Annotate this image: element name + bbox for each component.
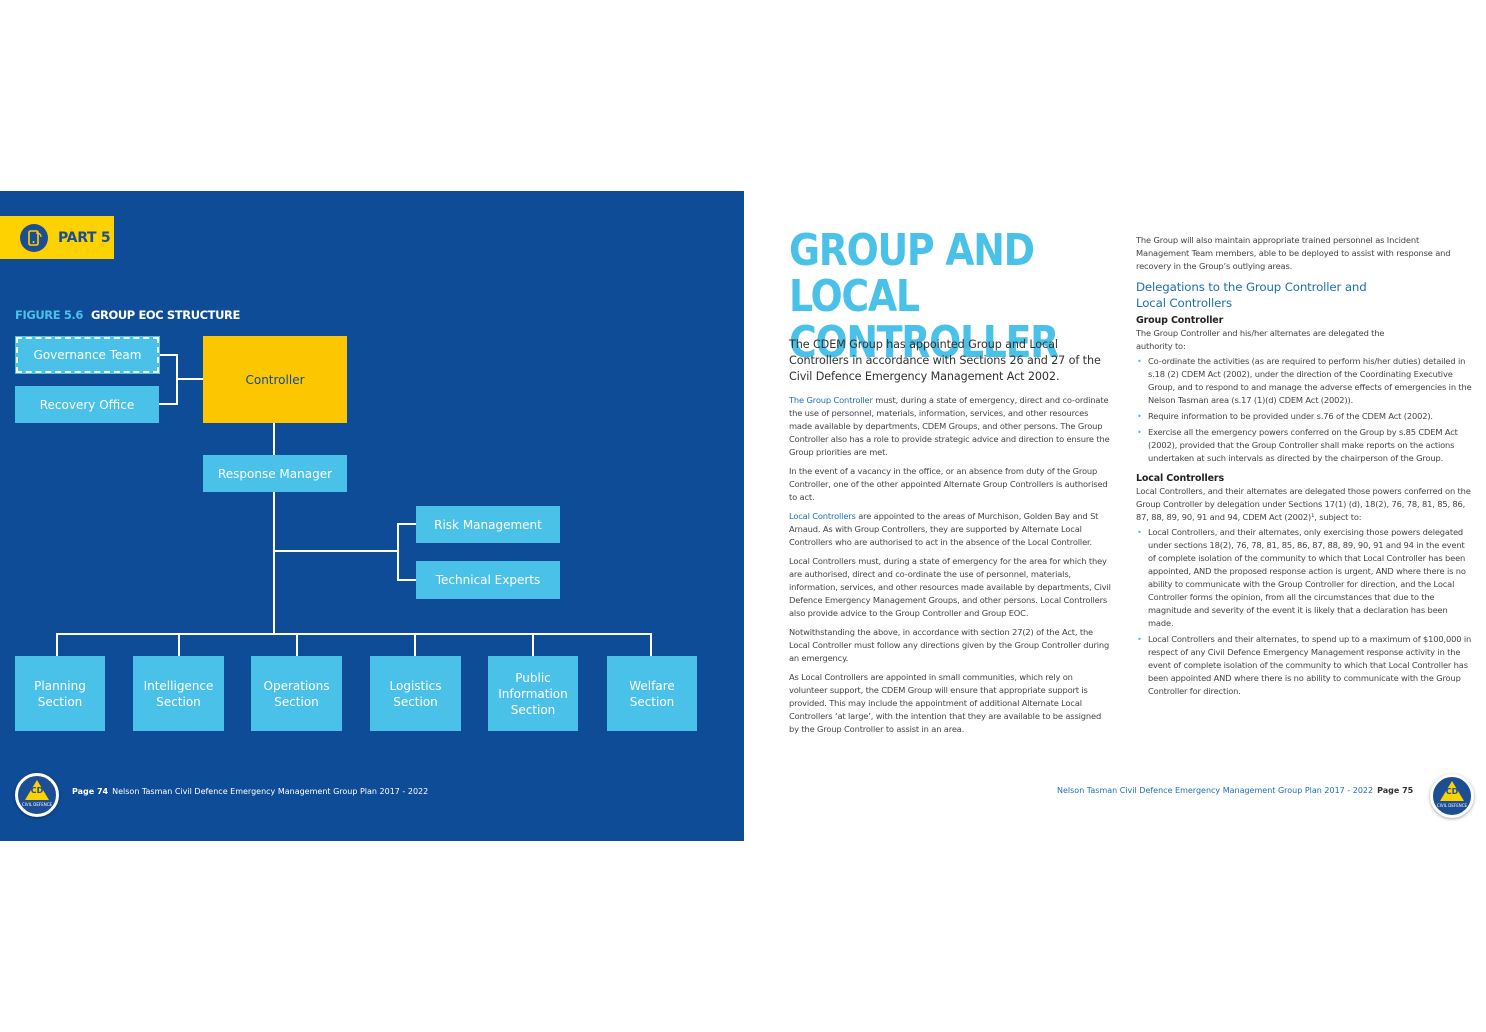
connector (273, 423, 275, 633)
logo-initials: CD (30, 786, 44, 795)
phone-icon (20, 223, 48, 252)
connector (273, 550, 398, 552)
list-item: •Require information to be provided unde… (1137, 411, 1433, 421)
paragraph: The Group will also maintain appropriate… (1136, 235, 1451, 271)
part-badge: PART 5 (0, 216, 114, 259)
lead-paragraph: The CDEM Group has appointed Group and L… (789, 338, 1101, 383)
connector (296, 633, 298, 657)
connector (397, 523, 399, 580)
paragraph: As Local Controllers are appointed in sm… (789, 672, 1102, 734)
logo-initials: CD (1445, 787, 1459, 796)
controller-box: Controller (203, 336, 347, 423)
list-item: •Local Controllers and their alternates,… (1137, 634, 1472, 696)
intelligence-section-box: Intelligence Section (133, 656, 224, 731)
connector (650, 633, 652, 657)
logistics-section-box: Logistics Section (370, 656, 461, 731)
paragraph: Notwithstanding the above, in accordance… (789, 627, 1110, 663)
list-item: •Co-ordinate the activities (as are requ… (1137, 356, 1472, 405)
paragraph: The Group Controller must, during a stat… (789, 394, 1111, 459)
part-label: PART 5 (58, 229, 111, 246)
list-item: •Exercise all the emergency powers confe… (1137, 427, 1458, 463)
highlight: Local Controllers (789, 511, 856, 521)
paragraph: Local Controllers, and their alternates … (1136, 486, 1471, 522)
list-item-text: Local Controllers, and their alternates,… (1148, 527, 1466, 628)
left-column: The Group Controller must, during a stat… (789, 394, 1111, 742)
connector (532, 633, 534, 657)
connector (397, 579, 417, 581)
figure-title: FIGURE 5.6 GROUP EOC STRUCTURE (15, 308, 240, 322)
footer-title: Nelson Tasman Civil Defence Emergency Ma… (1057, 786, 1374, 795)
connector (176, 378, 204, 380)
list-item: •Local Controllers, and their alternates… (1137, 527, 1466, 628)
operations-section-box: Operations Section (251, 656, 342, 731)
recovery-office-box: Recovery Office (15, 386, 159, 423)
figure-caption: GROUP EOC STRUCTURE (91, 308, 240, 322)
paragraph-text: must, during a state of emergency, direc… (789, 395, 1110, 457)
public-information-section-box: Public Information Section (488, 656, 578, 731)
connector (414, 633, 416, 657)
connector (160, 354, 178, 356)
subheading-group-controller: Group Controller (1136, 315, 1224, 326)
footer-title: Nelson Tasman Civil Defence Emergency Ma… (112, 787, 429, 796)
civil-defence-logo: CD CIVIL DEFENCE (15, 773, 59, 817)
civil-defence-logo: CD CIVIL DEFENCE (1430, 774, 1474, 818)
planning-section-box: Planning Section (15, 656, 105, 731)
connector (178, 633, 180, 657)
local-controllers-list: •Local Controllers, and their alternates… (1136, 526, 1472, 698)
footer-right: Nelson Tasman Civil Defence Emergency Ma… (1057, 786, 1413, 795)
welfare-section-box: Welfare Section (607, 656, 697, 731)
connector (56, 633, 652, 635)
figure-number: FIGURE 5.6 (15, 308, 83, 322)
page-number: Page 74 (72, 787, 109, 796)
right-column: The Group will also maintain appropriate… (1136, 234, 1472, 706)
list-item-text: Exercise all the emergency powers confer… (1148, 427, 1458, 463)
list-item-text: Require information to be provided under… (1148, 411, 1433, 421)
highlight: The Group Controller (789, 395, 873, 405)
list-item-text: Local Controllers and their alternates, … (1148, 634, 1472, 696)
subheading-local-controllers: Local Controllers (1136, 473, 1224, 484)
logo-caption: CIVIL DEFENCE (21, 802, 53, 807)
paragraph: Local Controllers must, during a state o… (789, 556, 1111, 618)
connector (397, 523, 417, 525)
response-manager-box: Response Manager (203, 455, 347, 492)
left-page: PART 5 FIGURE 5.6 GROUP EOC STRUCTURE Gov… (0, 191, 744, 841)
paragraph: Local Controllers are appointed to the a… (789, 510, 1111, 549)
paragraph: In the event of a vacancy in the office,… (789, 466, 1108, 502)
governance-team-box: Governance Team (15, 336, 160, 374)
paragraph: The Group Controller and his/her alterna… (1136, 328, 1385, 351)
risk-management-box: Risk Management (416, 506, 560, 543)
technical-experts-box: Technical Experts (416, 561, 560, 599)
section-heading: Delegations to the Group Controller and … (1136, 280, 1367, 310)
paragraph-text: are appointed to the areas of Murchison,… (789, 511, 1099, 547)
page-title: GROUP AND LOCAL CONTROLLER (789, 225, 1059, 368)
logo-caption: CIVIL DEFENCE (1436, 803, 1468, 808)
connector (158, 403, 178, 405)
list-item-text: Co-ordinate the activities (as are requi… (1148, 356, 1472, 405)
page-number: Page 75 (1377, 786, 1414, 795)
group-controller-list: •Co-ordinate the activities (as are requ… (1136, 355, 1472, 465)
connector (56, 633, 58, 657)
